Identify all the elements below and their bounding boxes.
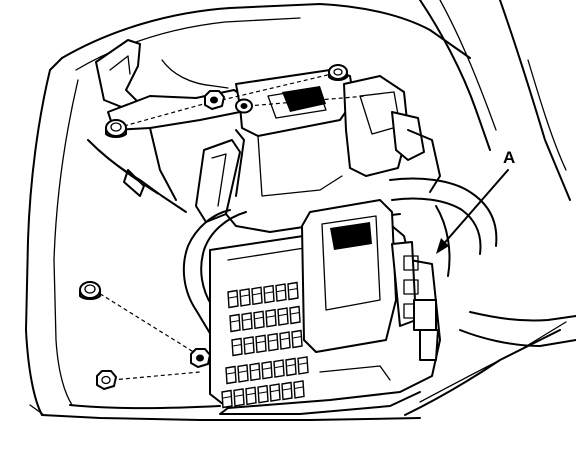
fuse	[251, 286, 263, 306]
fuse-blade-line	[242, 318, 252, 321]
fuse-blade-line	[264, 291, 274, 294]
fuse-blade-line	[244, 342, 254, 345]
fuse-blade-line	[268, 339, 278, 342]
fuse	[231, 337, 243, 357]
fuse	[281, 381, 293, 401]
fuse-blade-line	[294, 386, 304, 389]
fastener-nut-lower-left	[96, 370, 117, 390]
fuse-blade-line	[290, 312, 300, 315]
fuse	[287, 281, 299, 301]
fuse	[277, 307, 289, 326]
fuse-blade-line	[280, 337, 290, 341]
fuse	[261, 360, 273, 380]
fuse-blade-line	[298, 362, 308, 365]
fuse	[275, 283, 287, 302]
fuse-blade-line	[266, 315, 276, 318]
fuse-blade-line	[282, 388, 292, 391]
fuse-blade-line	[230, 320, 240, 323]
fuse-blade-line	[274, 365, 284, 369]
fuse-blade-line	[278, 313, 288, 317]
fuse	[297, 356, 309, 375]
dashboard-body-panel	[25, 0, 576, 421]
fuse-blade-line	[228, 296, 238, 299]
fuse-blade-line	[286, 364, 296, 367]
fuse	[225, 365, 237, 385]
fuse-blade-line	[270, 389, 280, 393]
fuse	[269, 383, 281, 402]
fuse	[255, 334, 267, 354]
fastener-bolt-upper-left	[105, 119, 127, 138]
fuse	[267, 332, 279, 352]
fuse	[243, 336, 255, 355]
fuse-blade-line	[256, 340, 266, 344]
fuse-blade-line	[226, 372, 236, 375]
fuse-blade-line	[240, 294, 250, 297]
fuse	[293, 380, 305, 399]
fuse	[241, 312, 253, 331]
fuse	[227, 289, 239, 309]
fuse	[229, 313, 241, 333]
fastener-nut-on-box	[190, 348, 211, 368]
fuse-rows	[221, 281, 309, 409]
fuse-blade-line	[288, 288, 298, 291]
installation-guide-lines	[93, 71, 367, 381]
fuse-relay-box	[209, 199, 441, 415]
fuse	[253, 310, 265, 330]
fuse	[265, 308, 277, 328]
fuse	[221, 389, 233, 409]
dashboard-frame-bracket	[195, 69, 441, 233]
fuse	[245, 386, 257, 406]
fuse	[273, 359, 285, 378]
fastener-bolt-lower-left	[79, 281, 101, 300]
fuse-blade-line	[292, 336, 302, 339]
callout-label-a: A	[503, 148, 516, 167]
fastener-bolt-bracket	[235, 98, 253, 114]
fuse	[239, 288, 251, 307]
callout-leader-a	[436, 169, 509, 254]
fuse	[249, 362, 261, 382]
fuse-blade-line	[222, 396, 232, 399]
fuse	[257, 384, 269, 404]
fuse-blade-line	[254, 316, 264, 320]
fuse	[263, 284, 275, 304]
fuse-blade-line	[232, 344, 242, 347]
fuse-blade-line	[234, 394, 244, 397]
fuse	[291, 329, 303, 349]
fuse-blade-line	[238, 370, 248, 373]
fastener-bolt-upper-right	[328, 64, 348, 81]
fastener-nut-upper-center	[204, 90, 225, 110]
fuse	[279, 331, 291, 350]
fuse	[233, 388, 245, 407]
fuse	[285, 357, 297, 377]
fuse-blade-line	[252, 292, 262, 296]
fuse-blade-line	[246, 392, 256, 396]
fuse-blade-line	[258, 391, 268, 394]
fuse-blade-line	[250, 368, 260, 372]
fuse	[289, 305, 301, 325]
fuse	[237, 364, 249, 383]
fuse-blade-line	[276, 289, 286, 293]
fuse-blade-line	[262, 367, 272, 370]
